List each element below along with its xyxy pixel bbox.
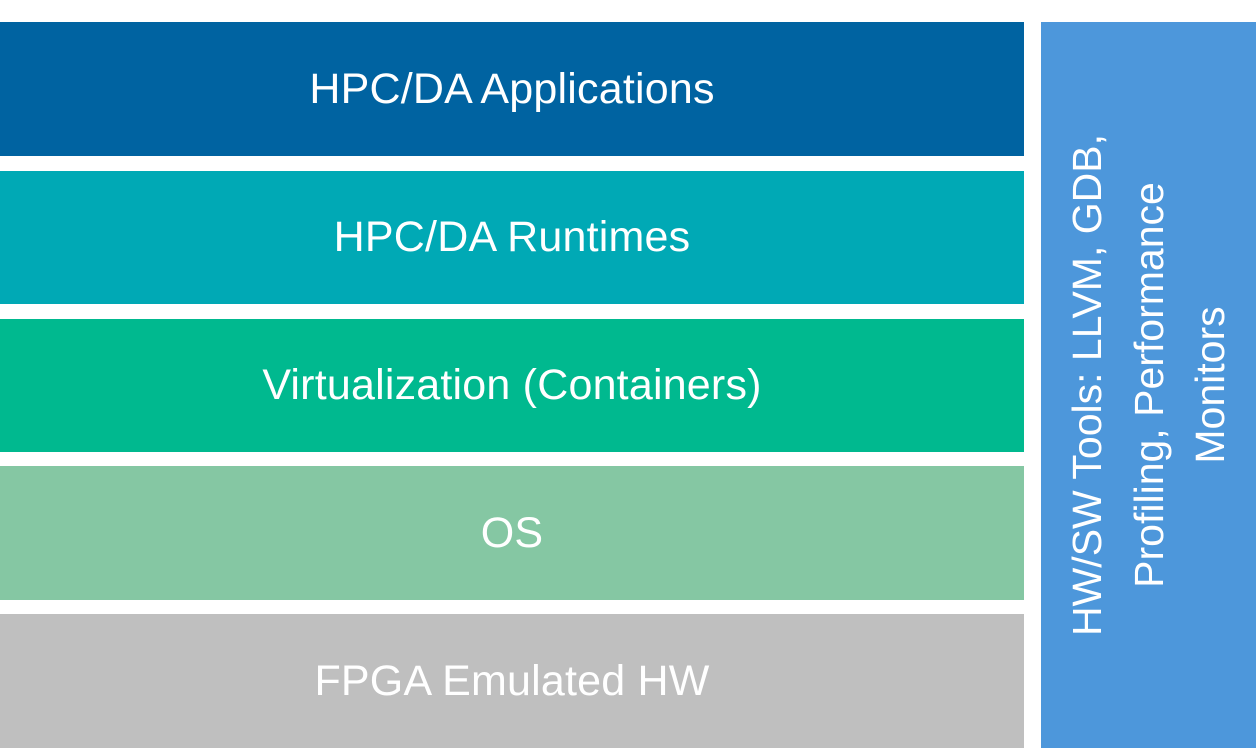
- layer-os: OS: [0, 466, 1024, 600]
- layer-hpc-da-runtimes: HPC/DA Runtimes: [0, 171, 1024, 304]
- tools-side-panel-label: HW/SW Tools: LLVM, GDB, Profiling, Perfo…: [1063, 134, 1233, 636]
- layer-fpga-emulated-hw: FPGA Emulated HW: [0, 614, 1024, 748]
- layer-virtualization: Virtualization (Containers): [0, 319, 1024, 452]
- tools-side-panel: HW/SW Tools: LLVM, GDB, Profiling, Perfo…: [1041, 22, 1256, 748]
- layer-hpc-da-applications: HPC/DA Applications: [0, 22, 1024, 156]
